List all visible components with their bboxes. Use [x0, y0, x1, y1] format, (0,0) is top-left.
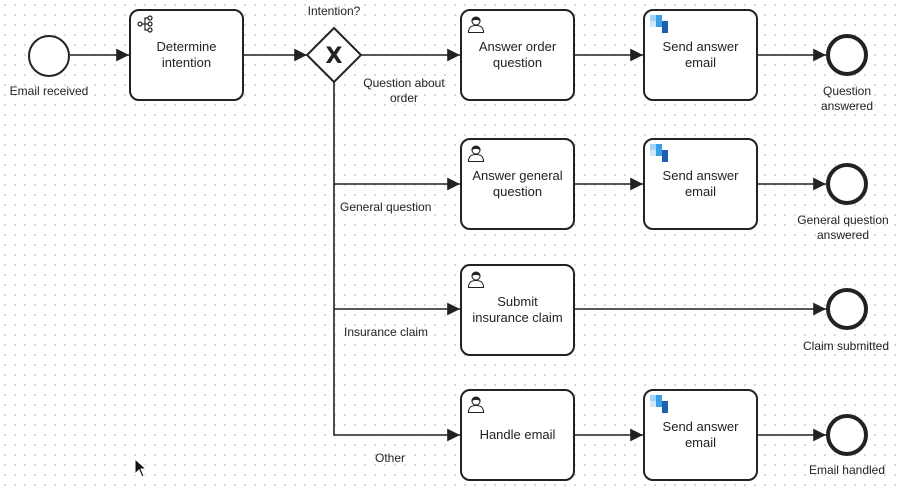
task-submit-insurance-claim[interactable]: Submit insurance claim — [460, 264, 575, 356]
task-send-answer-email-1[interactable]: Send answer email — [643, 9, 758, 101]
business-rule-icon — [137, 15, 153, 33]
end-event-claim-submitted-label: Claim submitted — [802, 339, 890, 353]
user-icon — [467, 16, 485, 33]
flow-label-claim: Insurance claim — [344, 325, 429, 339]
end-event-email-handled[interactable] — [826, 414, 868, 456]
user-icon — [467, 145, 485, 162]
task-send-answer-email-2[interactable]: Send answer email — [643, 138, 758, 230]
task-send-answer-email-3[interactable]: Send answer email — [643, 389, 758, 481]
end-event-email-handled-label: Email handled — [808, 463, 886, 477]
end-event-question-answered-label: Question answered — [820, 84, 874, 113]
task-answer-general-question[interactable]: Answer general question — [460, 138, 575, 230]
task-send-answer-email-1-label: Send answer email — [662, 39, 739, 70]
task-answer-order-question[interactable]: Answer order question — [460, 9, 575, 101]
user-icon — [467, 396, 485, 413]
task-determine-intention[interactable]: Determine intention — [129, 9, 244, 101]
service-icon — [650, 144, 668, 162]
start-event[interactable] — [28, 35, 70, 77]
flow-gateway-to-handle-email[interactable] — [333, 309, 460, 442]
task-answer-order-question-label: Answer order question — [478, 39, 557, 70]
mouse-pointer-icon — [134, 458, 148, 478]
end-event-question-answered[interactable] — [826, 34, 868, 76]
task-submit-insurance-claim-label: Submit insurance claim — [472, 294, 563, 325]
service-icon — [650, 15, 668, 33]
flow-label-other: Other — [375, 451, 406, 465]
end-event-claim-submitted[interactable] — [826, 288, 868, 330]
task-handle-email-label: Handle email — [479, 427, 556, 442]
flow-label-order: Question about order — [363, 76, 445, 105]
gateway-label: Intention? — [307, 4, 361, 18]
task-send-answer-email-2-label: Send answer email — [662, 168, 739, 199]
gateway-marker: X — [326, 44, 343, 69]
end-event-general-answered-label: General question answered — [797, 213, 889, 242]
task-answer-general-question-label: Answer general question — [472, 168, 563, 199]
exclusive-gateway-icon[interactable]: X — [305, 26, 363, 84]
task-determine-intention-label: Determine intention — [156, 39, 217, 70]
service-icon — [650, 395, 668, 413]
user-icon — [467, 271, 485, 288]
task-send-answer-email-3-label: Send answer email — [662, 419, 739, 450]
end-event-general-answered[interactable] — [826, 163, 868, 205]
start-event-label: Email received — [9, 84, 89, 98]
flow-label-general: General question — [340, 200, 432, 214]
task-handle-email[interactable]: Handle email — [460, 389, 575, 481]
